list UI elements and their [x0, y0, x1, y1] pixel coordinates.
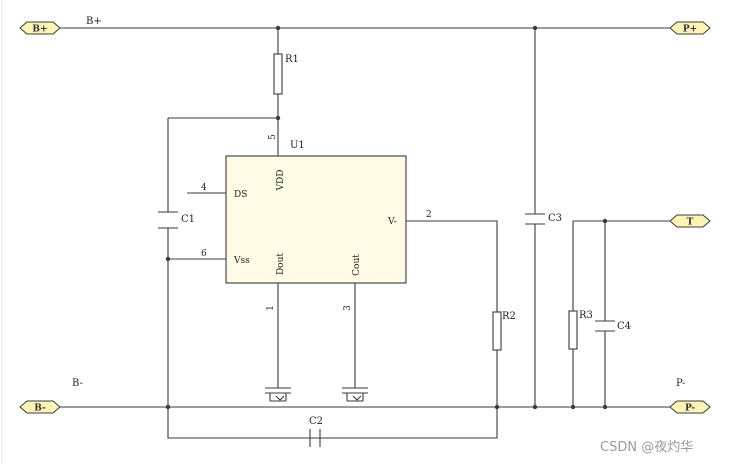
pin-number-4: 4 [201, 183, 207, 193]
resistor-r3-label: R3 [579, 310, 593, 321]
pin-number-5: 5 [268, 134, 278, 140]
ic-u1-body [225, 155, 407, 284]
port-flag-b-plus [19, 21, 61, 35]
port-p-minus: P- [669, 400, 711, 414]
port-t: T [669, 214, 711, 228]
capacitor-c4-plates [595, 320, 615, 332]
pin-number-1: 1 [266, 305, 276, 311]
wire-r2 [406, 220, 498, 407]
ic-pin-name-cout: Cout [352, 254, 362, 276]
ic-pin-name-v-minus: V- [387, 217, 397, 227]
mosfet-discharge [265, 387, 291, 402]
junctions [165, 25, 608, 410]
port-label-t: T [687, 218, 694, 228]
pin-number-3: 3 [343, 305, 353, 311]
mosfet-discharge-diode [275, 395, 285, 401]
net-label-p-minus: P- [676, 378, 686, 389]
resistor-r2-body [492, 311, 502, 351]
junction-dot [275, 115, 281, 121]
ic-pin-name-vss: Vss [233, 256, 250, 266]
junction-dot [532, 404, 538, 410]
capacitor-c4: C4 [595, 320, 631, 332]
pin-number-2: 2 [426, 210, 432, 220]
capacitor-c3-label: C3 [548, 213, 562, 224]
junction-dot [532, 25, 538, 31]
capacitor-c1-label: C1 [181, 214, 195, 225]
port-b-minus: B- [19, 400, 61, 414]
resistor-r1-body [273, 53, 283, 95]
junction-dot [602, 404, 608, 410]
ic-pin-name-dout: Dout [276, 253, 286, 275]
port-p-plus: P+ [669, 21, 711, 35]
pin-number-6: 6 [201, 249, 207, 259]
junction-dot [275, 25, 281, 31]
mosfet-charge-body [346, 393, 364, 402]
resistor-r3: R3 [568, 310, 593, 350]
mosfet-discharge-body [269, 393, 287, 402]
ic-pin-name-vdd: VDD [276, 170, 286, 192]
mosfet-charge-diode [352, 395, 362, 401]
capacitor-c3: C3 [525, 213, 562, 225]
ic-u1-label: U1 [290, 140, 305, 151]
watermark: CSDN @夜灼华 [600, 440, 693, 455]
resistor-r3-body [568, 310, 578, 350]
port-label-p-minus: P- [685, 404, 695, 414]
junction-dot [570, 404, 576, 410]
port-label-b-plus: B+ [32, 25, 47, 35]
port-flag-p-plus [669, 21, 711, 35]
net-label-b-plus: B+ [86, 16, 102, 27]
capacitor-c3-plates [525, 213, 545, 225]
mosfet-charge [342, 387, 368, 402]
junction-dot [165, 404, 171, 410]
junction-dot [494, 404, 500, 410]
port-label-p-plus: P+ [683, 25, 697, 35]
net-label-b-minus: B- [72, 378, 83, 389]
ic-pin-name-ds: DS [234, 190, 247, 200]
ic-u1: U1 VDD DS Vss V- Dout Cout [225, 140, 407, 284]
port-b-plus: B+ [19, 21, 61, 35]
junction-dot [602, 218, 608, 224]
wire-c1-loop [167, 117, 498, 439]
capacitor-c2-label: C2 [309, 416, 323, 427]
resistor-r2-label: R2 [502, 311, 516, 322]
capacitor-c4-label: C4 [617, 321, 631, 332]
port-label-b-minus: B- [34, 404, 46, 414]
capacitor-c1: C1 [158, 211, 195, 229]
port-flag-b-minus [19, 400, 61, 414]
port-flag-p-minus [669, 400, 711, 414]
capacitor-c1-plates [158, 211, 178, 229]
resistor-r1-label: R1 [285, 54, 299, 65]
wires [60, 27, 677, 439]
capacitor-c2: C2 [300, 416, 330, 447]
junction-dot [165, 256, 171, 262]
port-flag-t [669, 214, 711, 228]
resistor-r2: R2 [492, 311, 516, 351]
resistor-r1: R1 [273, 53, 299, 95]
